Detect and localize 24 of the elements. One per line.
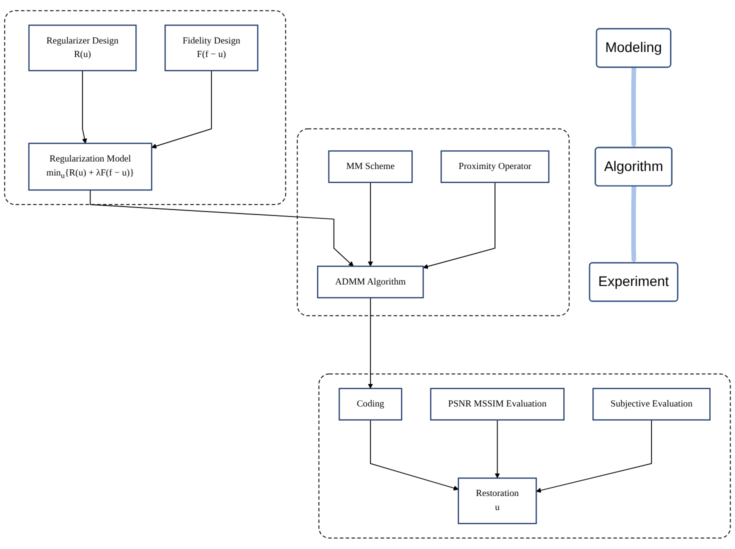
node-box: Proximity Operator — [440, 150, 550, 184]
cluster — [318, 374, 731, 539]
arrow — [368, 297, 373, 389]
node-box: PSNR MSSIM Evaluation — [430, 388, 565, 421]
cluster — [4, 10, 286, 206]
node-box: MM Scheme — [328, 150, 413, 184]
node-box: Regularizer Design R(u) — [28, 24, 137, 72]
arrow — [90, 190, 354, 267]
node-box: ADMM Algorithm — [317, 266, 424, 298]
arrow — [368, 182, 373, 267]
arrow — [151, 70, 212, 149]
arrow — [631, 186, 636, 264]
arrow — [370, 420, 459, 491]
node-box: Fidelity Design F(f − u) — [164, 24, 258, 72]
arrow — [631, 68, 636, 148]
node-box: Restoration u — [458, 478, 537, 524]
arrow — [82, 70, 88, 144]
arrow — [422, 182, 496, 270]
arrow — [536, 420, 652, 493]
cluster — [296, 128, 570, 316]
node-box: Subjective Evaluation — [592, 388, 711, 421]
node-box: Regularization Model min$_{u}${R(u) + λF(f − u)} — [28, 142, 152, 191]
node-box: Coding — [338, 388, 402, 421]
arrow — [494, 420, 500, 478]
